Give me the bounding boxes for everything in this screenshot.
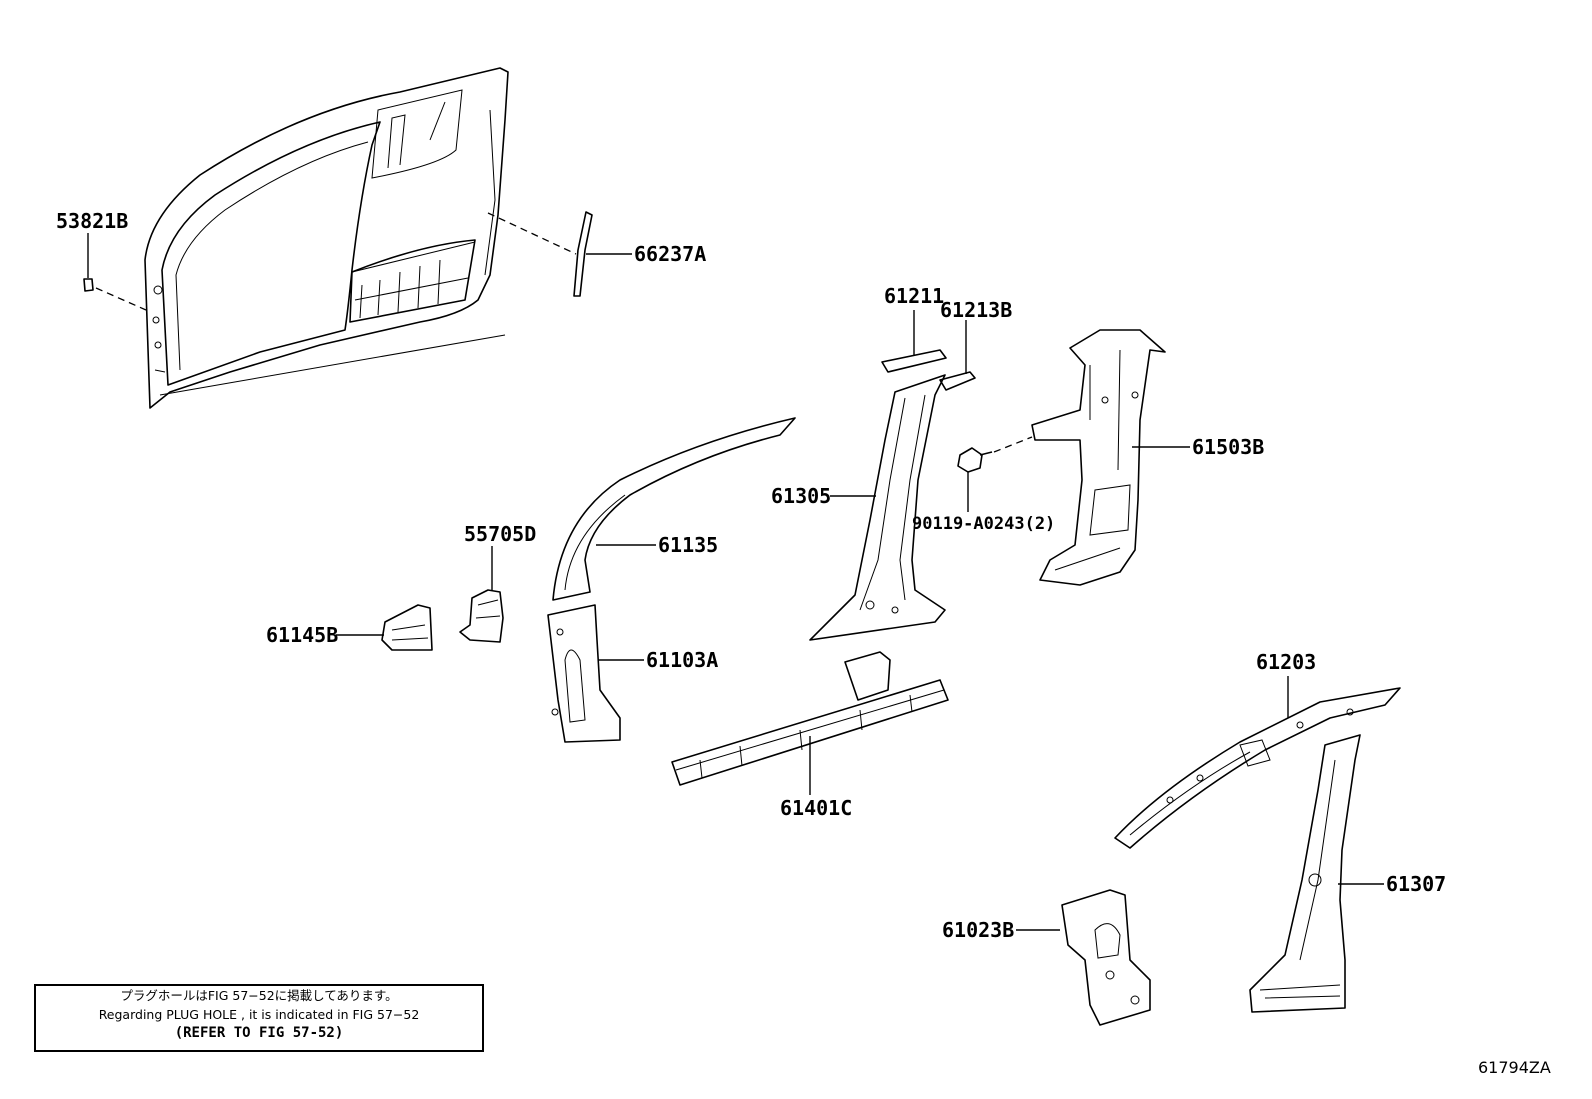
figure-id: 61794ZA	[1478, 1058, 1551, 1077]
label-53821B: 53821B	[56, 209, 128, 233]
part-61503B: 61503B	[1031, 329, 1264, 586]
label-61401C: 61401C	[780, 796, 852, 820]
label-61145B: 61145B	[266, 623, 338, 647]
label-61307: 61307	[1386, 872, 1446, 896]
label-61211: 61211	[884, 284, 944, 308]
part-66237A: 66237A	[487, 211, 706, 297]
label-66237A: 66237A	[634, 242, 706, 266]
label-61203: 61203	[1256, 650, 1316, 674]
part-61211: 61211	[881, 284, 947, 373]
label-90119-A0243: 90119-A0243(2)	[912, 514, 1055, 534]
label-61023B: 61023B	[942, 918, 1014, 942]
label-61503B: 61503B	[1192, 435, 1264, 459]
label-55705D: 55705D	[464, 522, 536, 546]
part-61401C: 61401C	[671, 651, 949, 820]
part-61305: 61305	[771, 374, 946, 641]
note-english-line: Regarding PLUG HOLE , it is indicated in…	[98, 1007, 420, 1022]
note-japanese-line: プラグホールはFIG 57−52に掲載してあります。	[120, 988, 398, 1003]
label-61135: 61135	[658, 533, 718, 557]
label-61305: 61305	[771, 484, 831, 508]
note-reference-line: (REFER TO FIG 57-52)	[174, 1025, 344, 1041]
part-90119-A0243: 90119-A0243(2)	[912, 436, 1055, 534]
part-55705D: 55705D	[459, 522, 536, 643]
part-61023B: 61023B	[942, 889, 1151, 1026]
label-61103A: 61103A	[646, 648, 718, 672]
part-61213B: 61213B	[939, 298, 1012, 391]
part-body-side-outer-panel	[144, 67, 509, 409]
part-61307: 61307	[1249, 734, 1446, 1013]
part-61203: 61203	[1114, 650, 1401, 849]
plug-hole-note-box: プラグホールはFIG 57−52に掲載してあります。 Regarding PLU…	[34, 984, 484, 1052]
part-61135: 61135	[552, 417, 796, 601]
part-61103A: 61103A	[547, 604, 718, 743]
label-61213B: 61213B	[940, 298, 1012, 322]
part-53821B: 53821B	[56, 209, 147, 311]
part-61145B: 61145B	[266, 604, 433, 651]
